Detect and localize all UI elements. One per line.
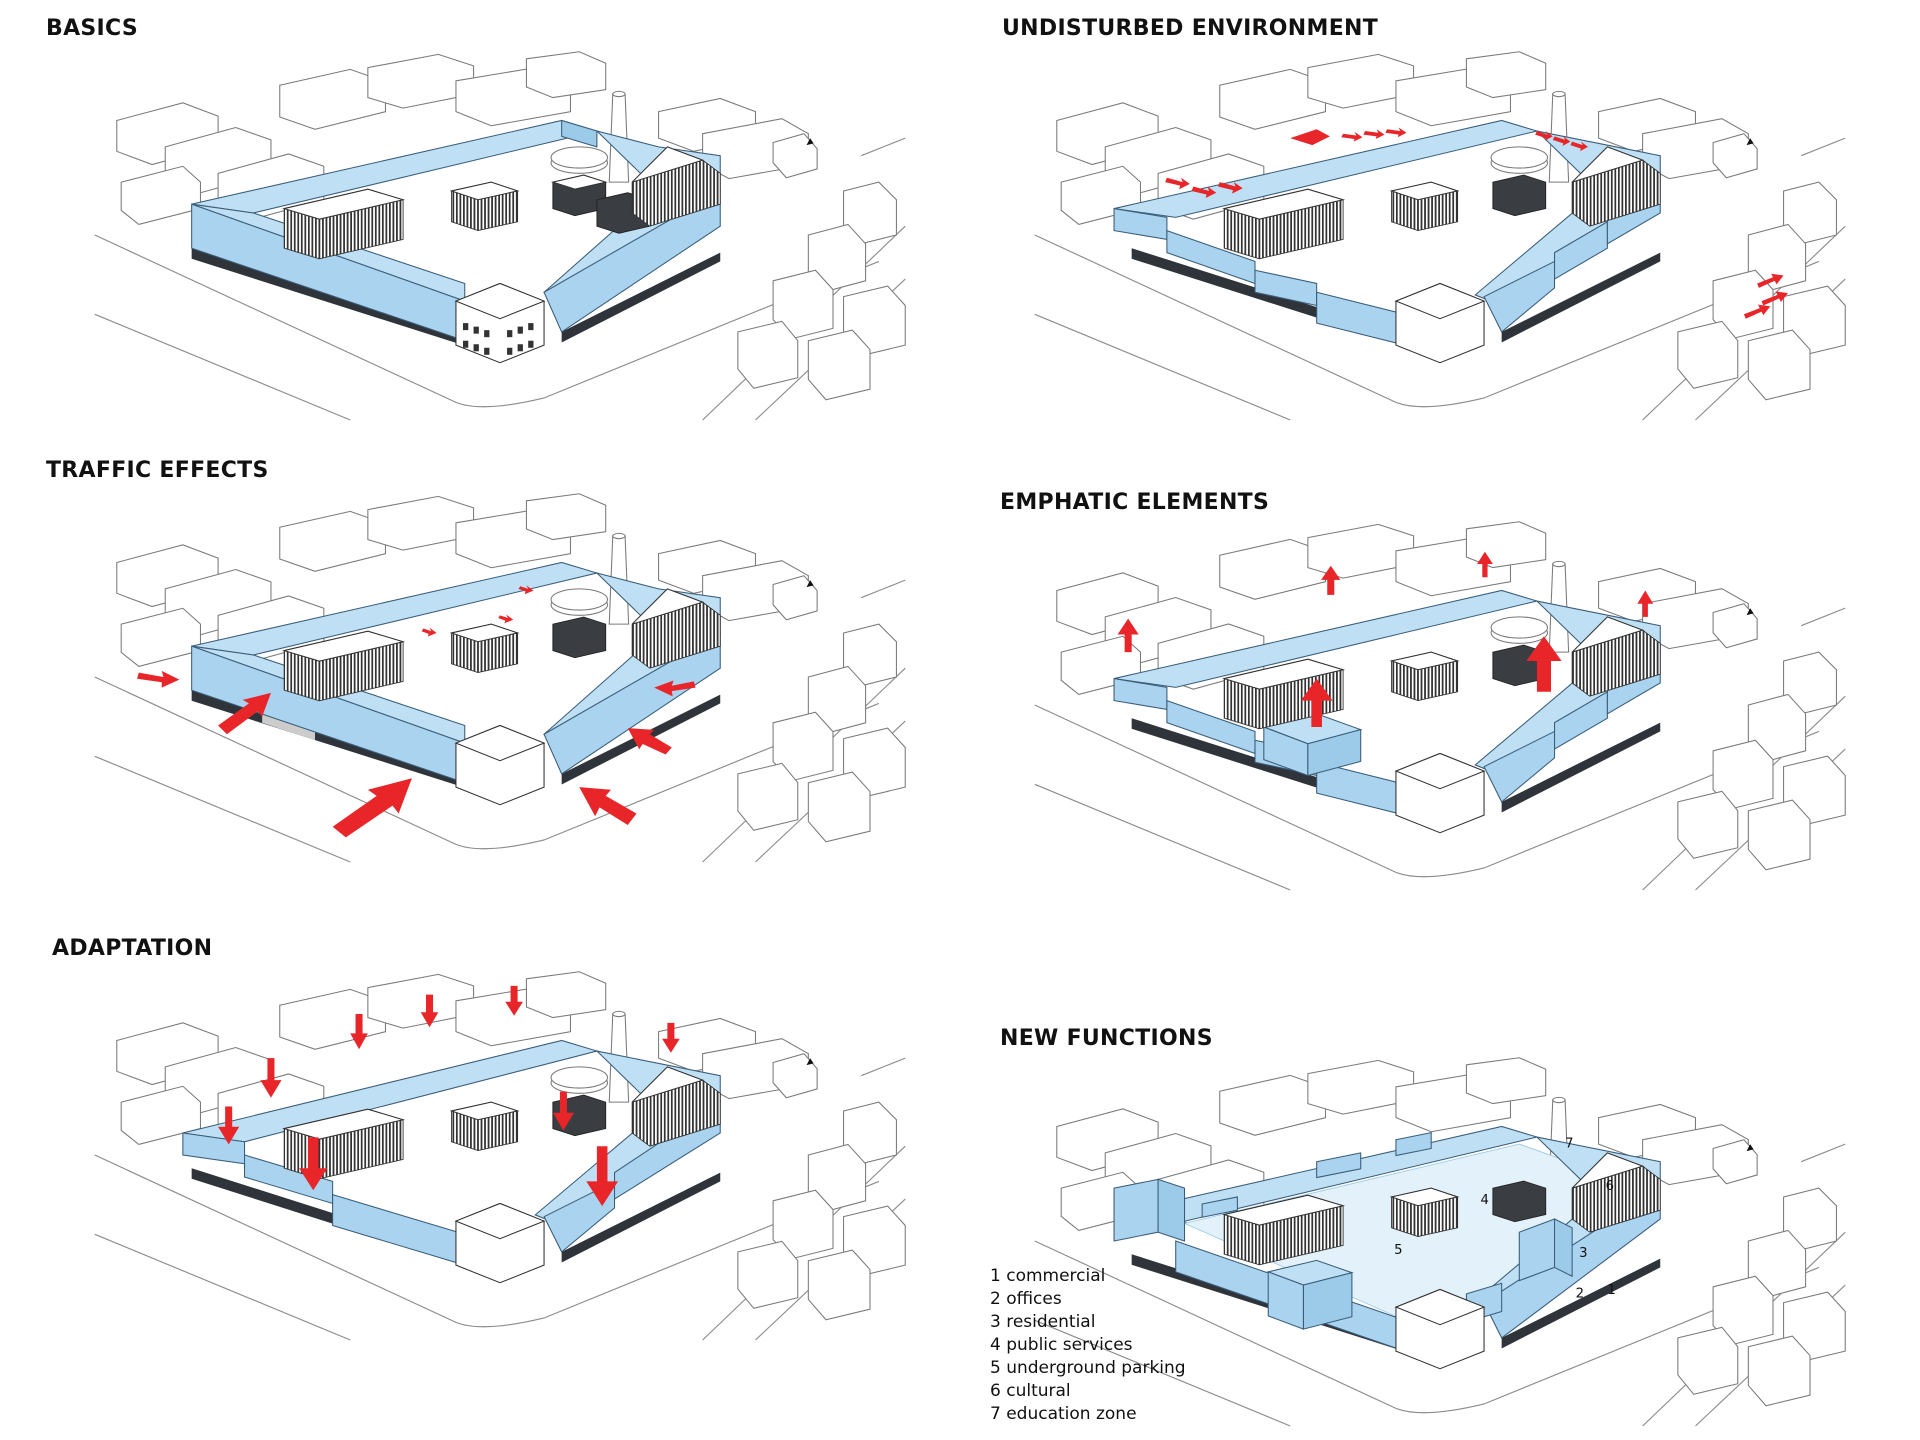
panel-basics [40, 50, 960, 421]
legend-item-cultural: 6 cultural [990, 1381, 1071, 1401]
panel-undisturbed [1000, 50, 1880, 421]
panel-title-traffic: TRAFFIC EFFECTS [46, 458, 269, 483]
map-label-1: 1 [1607, 1283, 1615, 1298]
panel-title-emphatic: EMPHATIC ELEMENTS [1000, 490, 1270, 515]
map-label-6: 6 [1606, 1179, 1614, 1194]
legend-item-public-services: 4 public services [990, 1335, 1133, 1355]
panel-title-new-functions: NEW FUNCTIONS [1000, 1026, 1213, 1051]
map-label-7: 7 [1565, 1137, 1573, 1152]
legend-item-education-zone: 7 education zone [990, 1404, 1137, 1424]
legend-item-residential: 3 residential [990, 1312, 1096, 1332]
panel-title-adaptation: ADAPTATION [52, 936, 213, 961]
map-label-3: 3 [1579, 1246, 1587, 1261]
new-functions-legend: 1 commercial 2 offices 3 residential 4 p… [990, 1265, 1186, 1426]
legend-item-underground-parking: 5 underground parking [990, 1358, 1186, 1378]
legend-item-commercial: 1 commercial [990, 1266, 1106, 1286]
panel-title-basics: BASICS [46, 16, 139, 41]
undisturbed-diagram [1034, 51, 1846, 421]
basics-diagram [94, 51, 906, 421]
map-label-5: 5 [1394, 1243, 1402, 1258]
panel-title-undisturbed: UNDISTURBED ENVIRONMENT [1002, 16, 1379, 41]
panel-emphatic [1000, 520, 1880, 891]
emphatic-diagram [1034, 521, 1846, 891]
panel-adaptation [40, 970, 960, 1341]
legend-item-offices: 2 offices [990, 1289, 1062, 1309]
new-functions-diagram: 1 2 3 4 5 6 7 [1034, 1057, 1846, 1427]
map-label-2: 2 [1576, 1286, 1584, 1301]
panel-new-functions: 1 2 3 4 5 6 7 [1000, 1056, 1880, 1427]
map-label-4: 4 [1481, 1193, 1489, 1208]
panel-traffic [40, 492, 960, 863]
adaptation-diagram [94, 971, 906, 1341]
traffic-diagram [94, 493, 906, 863]
